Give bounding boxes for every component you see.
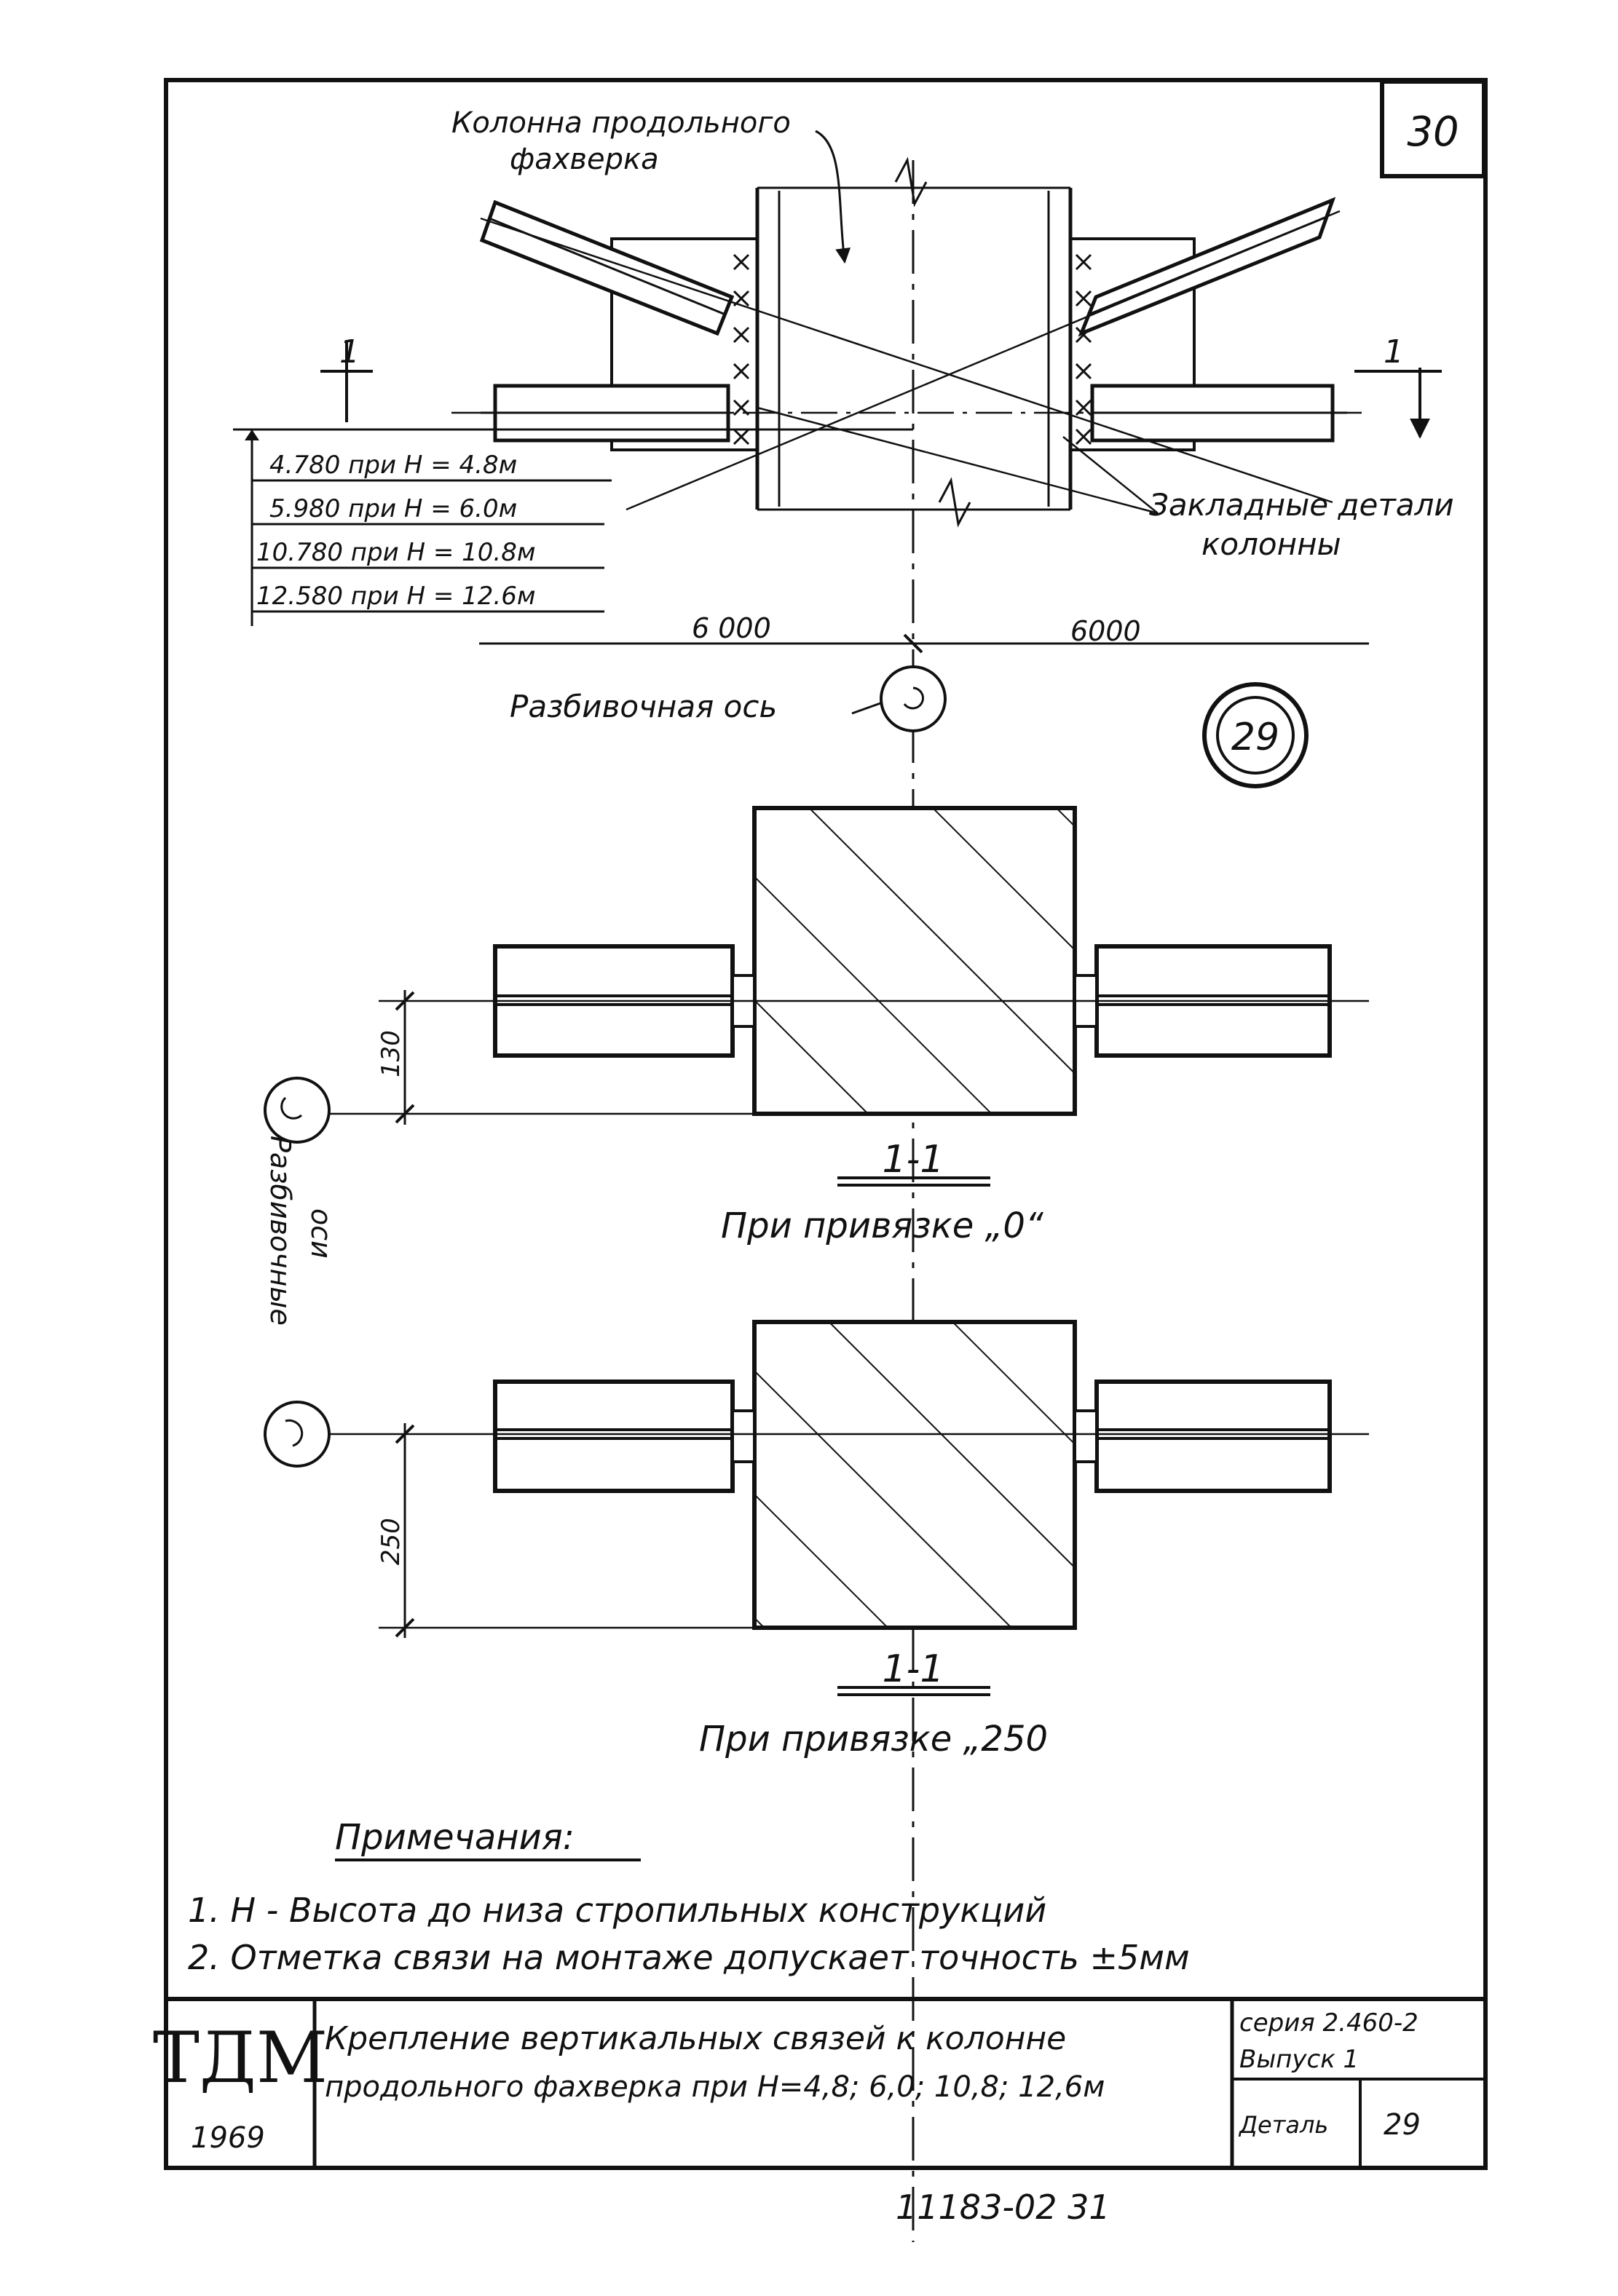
- elevation-1: 4.780 при H = 4.8м: [269, 451, 517, 480]
- elevation-4: 12.580 при H = 12.6м: [256, 582, 536, 611]
- section-binding-250: [264, 1320, 1369, 1696]
- title-line-1: Крепление вертикальных связей к колонне: [325, 2020, 1066, 2057]
- axes-label-line1: Разбивочные: [264, 1136, 296, 1326]
- axis-label: Разбивочная ось: [510, 689, 777, 724]
- sheet-frame: [164, 78, 1488, 2170]
- issue: Выпуск 1: [1239, 2045, 1359, 2074]
- note-1: 1. H - Высота до низа стропильных констр…: [188, 1891, 1046, 1930]
- section-binding-0: [264, 806, 1369, 1187]
- footer-sheet-code: 11183-02 31: [896, 2188, 1110, 2227]
- axes-label-line2: оси: [305, 1208, 337, 1259]
- section-0-dimension: 130: [376, 1030, 406, 1077]
- detail-mark: 29: [1231, 716, 1279, 759]
- title-year: 1969: [191, 2121, 265, 2155]
- detail-number: 29: [1384, 2108, 1421, 2142]
- label-embedded-line2: колонны: [1201, 526, 1341, 562]
- section-250-dimension: 250: [376, 1518, 406, 1565]
- section-250-subtitle: При привязке „250: [699, 1719, 1048, 1759]
- title-block: [166, 1997, 1485, 2168]
- org-logo: ТДМ: [153, 2017, 328, 2099]
- section-mark-right: 1: [1384, 333, 1404, 371]
- notes-heading: Примечания:: [335, 1817, 575, 1858]
- series: серия 2.460-2: [1239, 2008, 1418, 2038]
- note-2: 2. Отметка связи на монтаже допускает то…: [188, 1938, 1190, 1977]
- title-line-2: продольного фахверка при H=4,8; 6,0; 10,…: [325, 2070, 1105, 2104]
- sheet-number: 30: [1407, 108, 1459, 156]
- sheet-number-box: 30: [1380, 79, 1486, 178]
- section-0-subtitle: При привязке „0“: [721, 1206, 1044, 1246]
- label-column-line2: фахверка: [510, 143, 659, 176]
- section-250-title: 1-1: [883, 1647, 944, 1691]
- detail-label: Деталь: [1238, 2111, 1328, 2139]
- elevation-3: 10.780 при H = 10.8м: [256, 538, 536, 567]
- dimension-right: 6000: [1070, 615, 1141, 647]
- label-column-line1: Колонна продольного: [451, 106, 791, 140]
- label-embedded-line1: Закладные детали: [1149, 487, 1454, 523]
- dimension-left: 6 000: [692, 612, 771, 644]
- section-mark-left: 1: [339, 333, 360, 371]
- top-plan-view: [233, 130, 1442, 2242]
- elevation-2: 5.980 при H = 6.0м: [269, 494, 517, 523]
- section-0-title: 1-1: [883, 1138, 944, 1181]
